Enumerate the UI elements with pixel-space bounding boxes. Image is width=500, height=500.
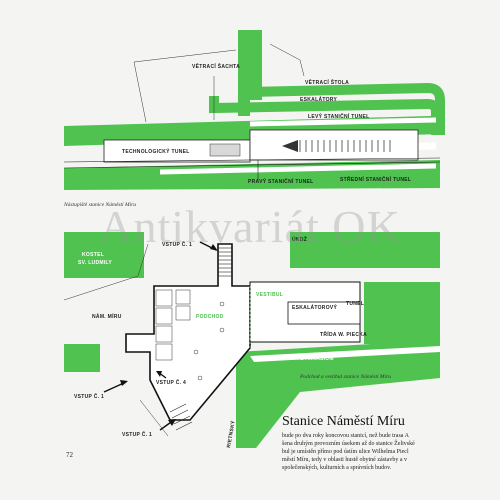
shop-cells	[155, 289, 191, 361]
label-vstup1-left: VSTUP Č. 1	[74, 393, 104, 400]
green-bottom-left	[64, 344, 100, 372]
arrowhead-vstup1-top	[210, 244, 218, 251]
column	[219, 327, 225, 333]
column	[193, 349, 199, 355]
label-nam-miru: NÁM. MÍRU	[92, 312, 122, 320]
label-tunel: TUNEL	[346, 301, 364, 307]
escalator-hatch	[299, 140, 391, 152]
label-rietnsky: RIETNSKÝ	[225, 420, 237, 449]
label-eskalatorovy: ESKALÁTOROVÝ	[292, 304, 338, 311]
column	[219, 301, 225, 307]
label-sv-ludmily: SV. LUDMILY	[78, 260, 112, 266]
label-stredni-tunel: STŘEDNÍ STANIČNÍ TUNEL	[340, 175, 411, 183]
label-technologicky-tunel: TECHNOLOGICKÝ TUNEL	[122, 148, 190, 155]
station-outline	[125, 243, 251, 421]
article-line: společenských, kulturních a správních bu…	[282, 465, 392, 471]
stair-hatch-bottom	[169, 403, 193, 431]
green-block-kostel	[64, 232, 144, 278]
article-line: šena druhým provozním úsekem až do stani…	[282, 441, 415, 447]
street-outline	[133, 49, 237, 63]
tunnel-top-edge	[63, 157, 441, 163]
label-gymnasium: GYMNASIUM	[300, 356, 334, 362]
label-vstup1-bottom: VSTUP Č. 1	[122, 431, 152, 438]
green-block-top-right	[290, 232, 440, 268]
tunnel-bottom-edge	[63, 161, 441, 169]
green-block-right	[364, 282, 440, 344]
caption-bottom: Podchod a vestibul stanice Náměstí Míru	[300, 374, 391, 380]
page-number: 72	[66, 451, 73, 459]
vetraci-stola-loop	[209, 82, 445, 135]
article-heading: Stanice Náměstí Míru	[282, 414, 405, 429]
green-band-lower	[64, 160, 440, 190]
label-podchod: PODCHOD	[196, 314, 224, 320]
trida-street	[250, 346, 440, 362]
arrowhead-vstup1-left	[120, 380, 128, 386]
caption-top: Nástupiště stanice Náměstí Míru	[64, 202, 136, 208]
label-trida: TŘÍDA W. PIECKA	[320, 330, 367, 338]
label-vestibul: VESTIBUL	[256, 292, 283, 298]
levy-tunel-line	[249, 117, 437, 127]
street-outline-3	[269, 43, 305, 77]
column	[197, 375, 203, 381]
label-levy-tunel: LEVÝ STANIČNÍ TUNEL	[308, 112, 369, 120]
label-kostel: KOSTEL	[82, 252, 104, 258]
street-outline-2	[133, 61, 147, 123]
arrowhead-vstup1-bottom	[168, 419, 176, 426]
road-line-bottom	[139, 399, 169, 437]
platform-box	[249, 129, 419, 161]
label-vetraci-sachta: VĚTRACÍ ŠACHTA	[192, 62, 240, 70]
road-line-left	[63, 243, 149, 301]
green-gymnasium-band	[236, 340, 440, 448]
article-line: městí Míru, tedy v oblasti hustě obytné …	[282, 457, 407, 463]
label-eskalatory: ESKALÁTORY	[300, 96, 338, 103]
article-body: bude po dva roky koncovou stanicí, než b…	[282, 432, 452, 472]
arrowhead-vstup4	[156, 371, 162, 377]
label-ukdz: ÚKDŽ	[292, 235, 307, 243]
technical-block	[209, 143, 241, 157]
label-vetraci-stola: VĚTRACÍ ŠTOLA	[305, 78, 349, 86]
escalator-arrowhead	[282, 140, 298, 152]
article-line: bude po dva roky koncovou stanicí, než b…	[282, 433, 409, 439]
article-line: bul je umístěn přímo pod ústím ulice Wil…	[282, 449, 409, 455]
label-pravy-tunel: PRAVÝ STANIČNÍ TUNEL	[248, 177, 314, 185]
label-vstup1-top: VSTUP Č. 1	[162, 241, 192, 248]
label-vstup4: VSTUP Č. 4	[156, 379, 186, 386]
stair-hatch-top	[218, 247, 232, 277]
pravy-tunel-line	[159, 163, 437, 175]
escalator-tunnel-box	[287, 301, 361, 325]
